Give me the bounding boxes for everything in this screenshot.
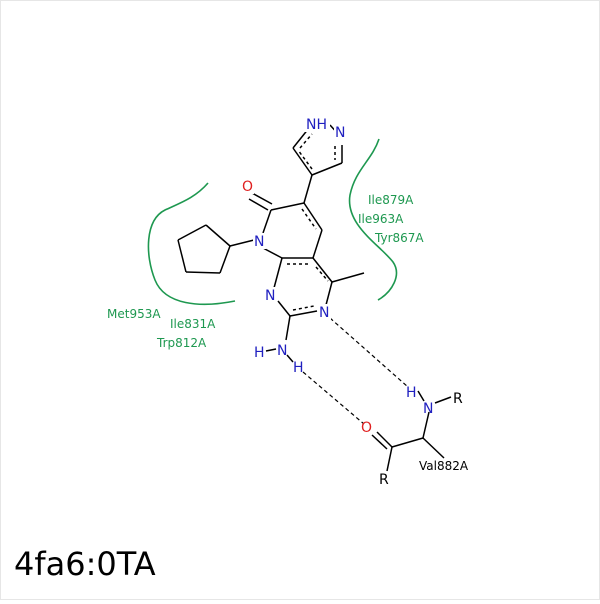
atom-val-r1: R (453, 391, 463, 407)
atom-val-r2: R (379, 472, 389, 488)
atom-ring-n1: N (254, 234, 264, 250)
atom-val-h: H (406, 385, 417, 401)
hbond-n-h (329, 317, 409, 388)
atom-pyrazole-n: N (335, 125, 345, 141)
cyclopentyl-ring (177, 224, 255, 274)
atom-amine-h2: H (293, 360, 304, 376)
val882a-backbone (371, 390, 452, 472)
hbond-h-o (302, 371, 365, 425)
hydrophobic-arc-right (348, 138, 398, 301)
residue-val882a: Val882A (419, 459, 469, 473)
atom-val-n: N (423, 401, 433, 417)
residue-met953a: Met953A (107, 307, 161, 321)
residue-labels: Ile879A Ile963A Tyr867A Met953A Ile831A … (107, 193, 469, 473)
atom-amine-n: N (277, 343, 287, 359)
atom-amine-h1: H (254, 345, 265, 361)
residue-ile879a: Ile879A (368, 193, 414, 207)
residue-ile831a: Ile831A (170, 317, 216, 331)
pyrazole-ring (292, 124, 343, 176)
hydrophobic-arc-left (147, 182, 236, 306)
residue-ile963a: Ile963A (358, 212, 404, 226)
atom-carbonyl-o: O (242, 179, 253, 195)
atom-pyrazole-nh: NH (306, 117, 327, 133)
bicyclic-core (248, 174, 365, 363)
atom-ring-n2: N (265, 288, 275, 304)
residue-trp812a: Trp812A (156, 336, 207, 350)
structure-caption: 4fa6:0TA (14, 545, 156, 583)
atom-val-o: O (361, 420, 372, 436)
atom-ring-n3: N (319, 305, 329, 321)
hydrogen-bonds (302, 317, 409, 425)
residue-tyr867a: Tyr867A (374, 231, 424, 245)
atom-labels: NH N O N N N N H H H N R O R (240, 116, 463, 488)
